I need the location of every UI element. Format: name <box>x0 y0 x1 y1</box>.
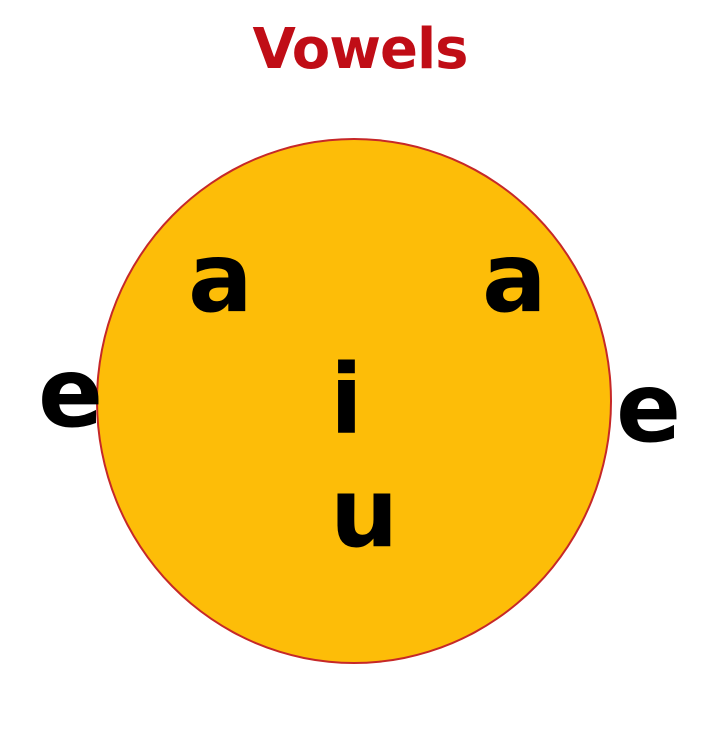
letter-u-bottom: u <box>330 457 399 569</box>
letter-e-right: e <box>616 352 682 464</box>
yellow-circle <box>96 138 612 664</box>
letter-a-top-right: a <box>482 222 547 334</box>
letter-a-top-left: a <box>188 222 253 334</box>
diagram-title: Vowels <box>252 17 469 82</box>
letter-e-left: e <box>38 337 104 449</box>
letter-i-center: i <box>330 344 363 456</box>
